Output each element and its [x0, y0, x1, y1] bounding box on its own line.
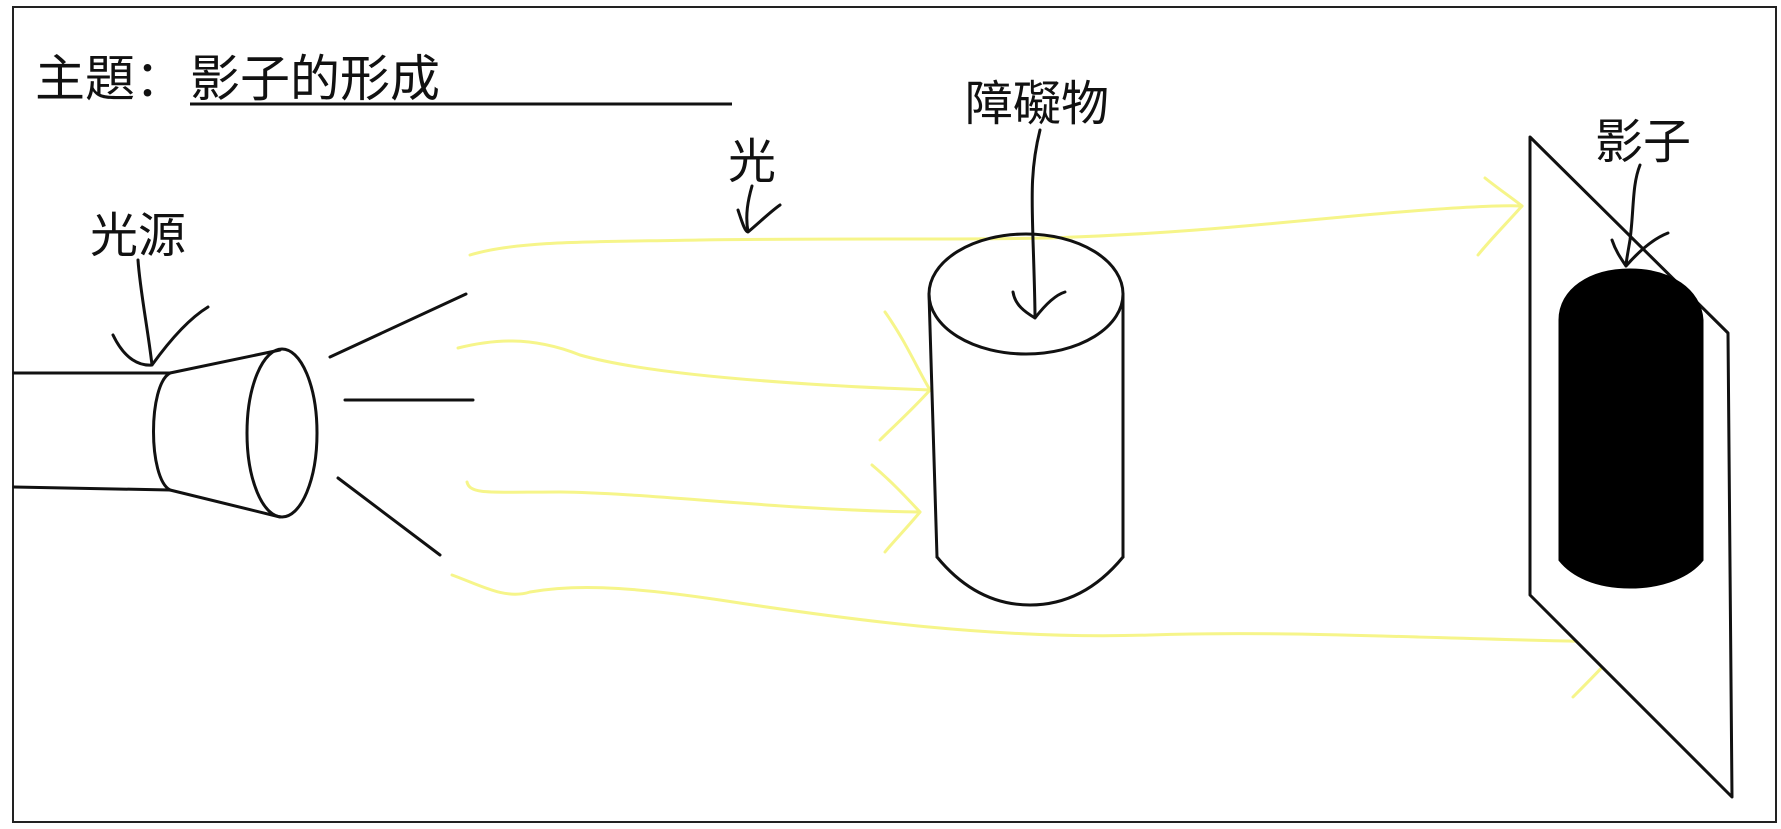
light-label: 光	[728, 134, 776, 190]
shadow-shape	[1558, 268, 1704, 589]
diagram-frame	[12, 6, 1777, 823]
light-ray-lower	[465, 480, 922, 514]
light-source-pointer	[111, 258, 210, 367]
light-ray-bottom	[450, 573, 1627, 644]
obstacle-pointer	[1011, 128, 1067, 320]
obstacle-cylinder	[927, 232, 1125, 607]
title-prefix: 主題：	[35, 50, 185, 108]
emitted-rays	[328, 292, 475, 557]
obstacle-label: 障礙物	[965, 76, 1109, 132]
shadow-pointer	[1610, 163, 1670, 268]
shadow-label: 影子	[1595, 114, 1691, 170]
flashlight	[12, 347, 319, 519]
title-topic: 影子的形成	[190, 50, 440, 108]
light-source-label: 光源	[90, 208, 186, 264]
light-ray-upper	[456, 339, 932, 392]
light-pointer	[736, 184, 782, 234]
